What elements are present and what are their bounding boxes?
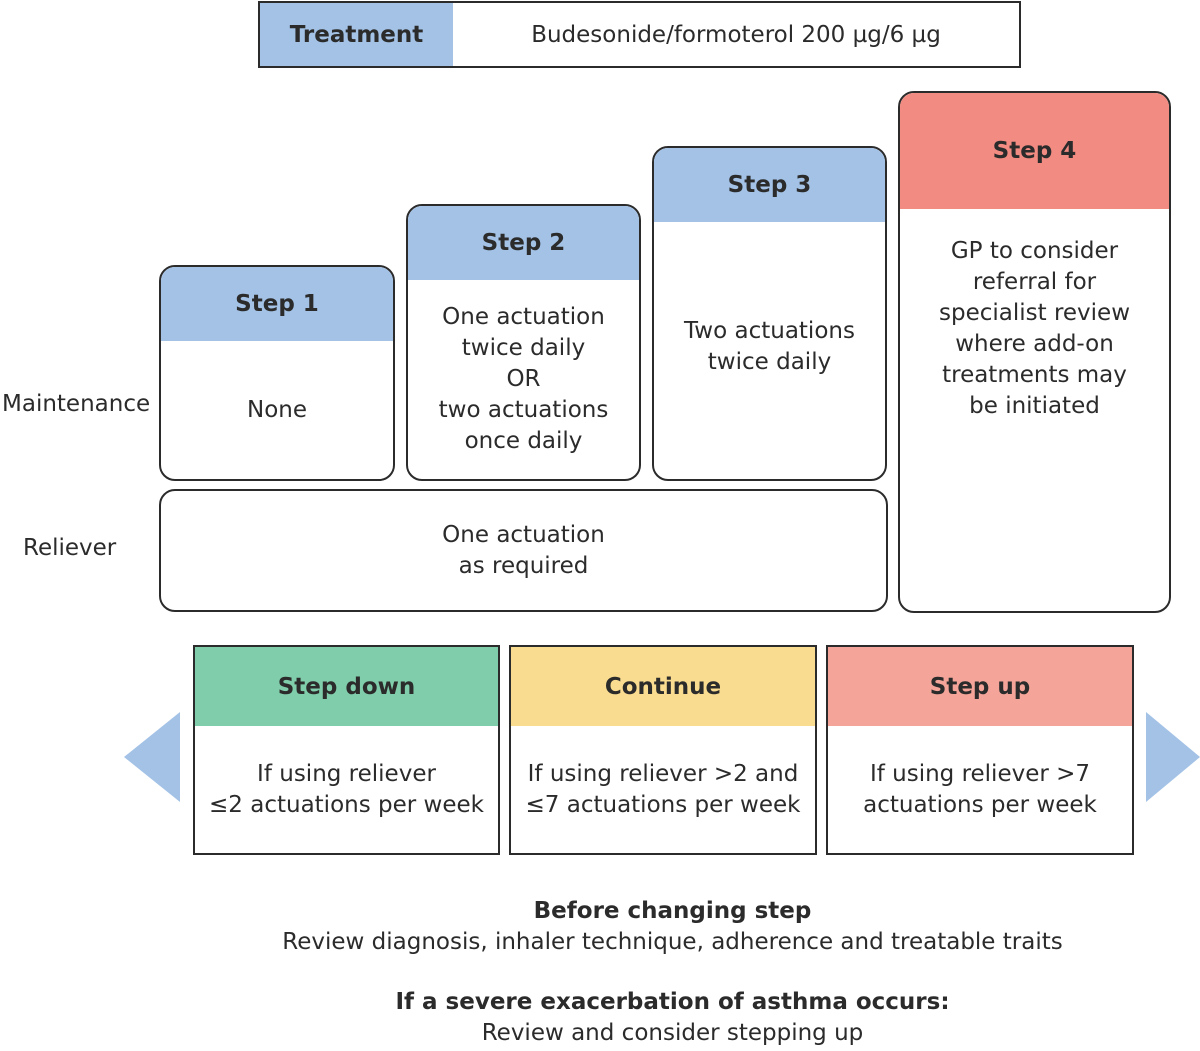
step-1-title: Step 1 — [161, 267, 393, 341]
note-2-title: If a severe exacerbation of asthma occur… — [395, 989, 950, 1015]
step-down-box: Step down If using reliever ≤2 actuation… — [193, 645, 500, 855]
note-2-text: Review and consider stepping up — [481, 1020, 864, 1046]
step-2-title: Step 2 — [408, 206, 639, 280]
maintenance-row-label: Maintenance — [2, 391, 151, 417]
note-1-title: Before changing step — [533, 898, 812, 924]
continue-box: Continue If using reliever >2 and ≤7 act… — [509, 645, 817, 855]
continue-title: Continue — [511, 647, 815, 726]
step-4-title: Step 4 — [900, 93, 1169, 209]
continue-text: If using reliever >2 and ≤7 actuations p… — [525, 760, 801, 818]
treatment-label: Treatment — [260, 3, 453, 66]
step-up-arrow-icon — [1146, 712, 1200, 802]
step-down-arrow-icon — [124, 712, 180, 802]
reliever-box: One actuation as required — [159, 489, 888, 612]
step-3-card: Step 3 Two actuations twice daily — [652, 146, 887, 481]
step-down-title: Step down — [195, 647, 498, 726]
step-4-text: GP to consider referral for specialist r… — [938, 238, 1131, 419]
step-up-text: If using reliever >7 actuations per week — [863, 760, 1097, 818]
step-2-maintenance: One actuation twice daily OR two actuati… — [438, 304, 609, 454]
step-up-box: Step up If using reliever >7 actuations … — [826, 645, 1134, 855]
treatment-value: Budesonide/formoterol 200 µg/6 µg — [531, 21, 941, 48]
step-1-card: Step 1 None — [159, 265, 395, 481]
step-3-maintenance: Two actuations twice daily — [684, 318, 855, 375]
step-3-title: Step 3 — [654, 148, 885, 222]
step-down-text: If using reliever ≤2 actuations per week — [209, 760, 484, 818]
step-2-card: Step 2 One actuation twice daily OR two … — [406, 204, 641, 481]
step-1-maintenance: None — [246, 396, 307, 423]
treatment-banner: Treatment Budesonide/formoterol 200 µg/6… — [258, 1, 1021, 68]
step-4-card: Step 4 GP to consider referral for speci… — [898, 91, 1171, 613]
reliever-row-label: Reliever — [23, 535, 117, 561]
note-1-text: Review diagnosis, inhaler technique, adh… — [282, 929, 1063, 955]
step-up-title: Step up — [828, 647, 1132, 726]
